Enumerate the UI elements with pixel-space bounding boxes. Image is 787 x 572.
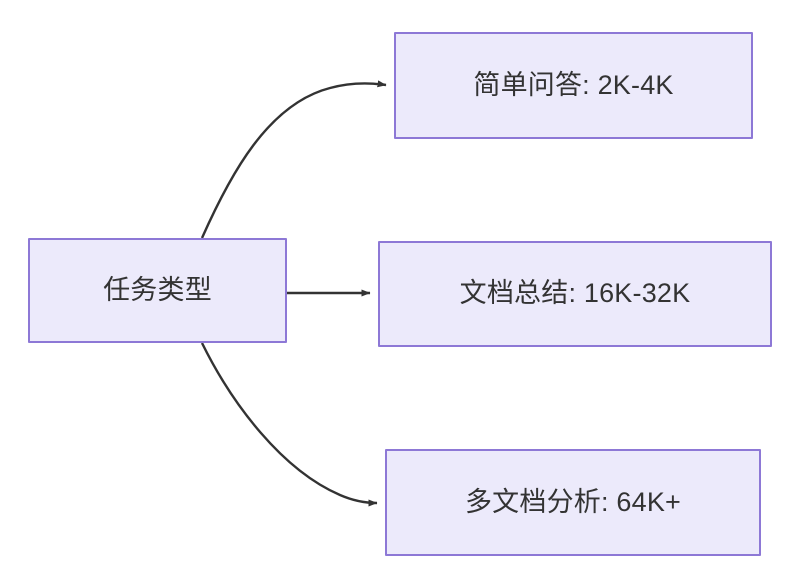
node-multi-doc-label: 多文档分析: 64K+	[464, 486, 681, 517]
node-doc-summary-label: 文档总结: 16K-32K	[459, 278, 691, 309]
edge-root-to-simple-qa	[200, 80, 387, 239]
node-task-type-label: 任务类型	[103, 274, 212, 305]
node-simple-qa-label: 简单问答: 2K-4K	[473, 69, 674, 100]
node-multi-doc[interactable]: 多文档分析: 64K+	[385, 449, 761, 556]
node-doc-summary[interactable]: 文档总结: 16K-32K	[378, 241, 772, 347]
edge-root-to-multi-doc	[200, 342, 378, 507]
node-task-type[interactable]: 任务类型	[28, 238, 287, 343]
node-simple-qa[interactable]: 简单问答: 2K-4K	[394, 32, 753, 139]
